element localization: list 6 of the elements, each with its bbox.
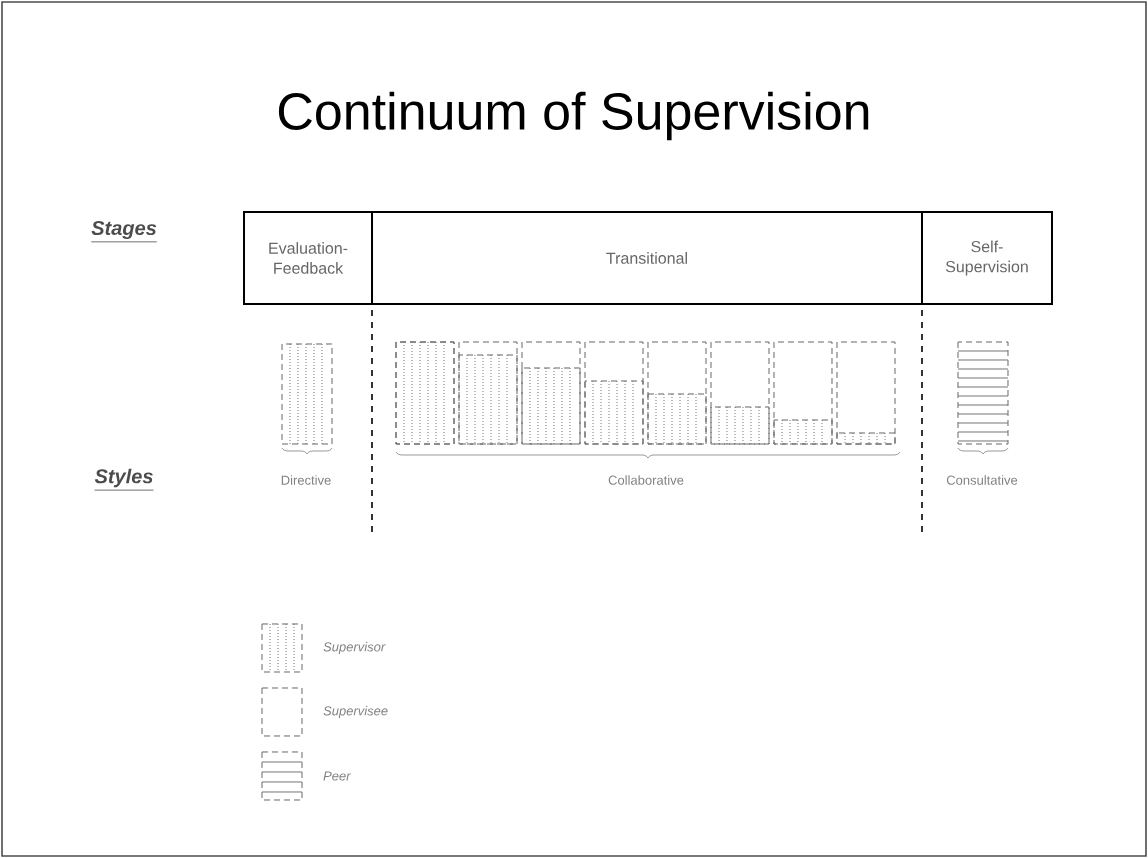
row-label: Styles: [94, 468, 154, 491]
title: Continuum of Supervision: [278, 91, 869, 141]
row-label: Stages: [90, 220, 158, 243]
stage-box: Evaluation-Feedback: [243, 211, 373, 305]
stage-box: Transitional: [371, 211, 923, 305]
stage-box: Self-Supervision: [921, 211, 1053, 305]
